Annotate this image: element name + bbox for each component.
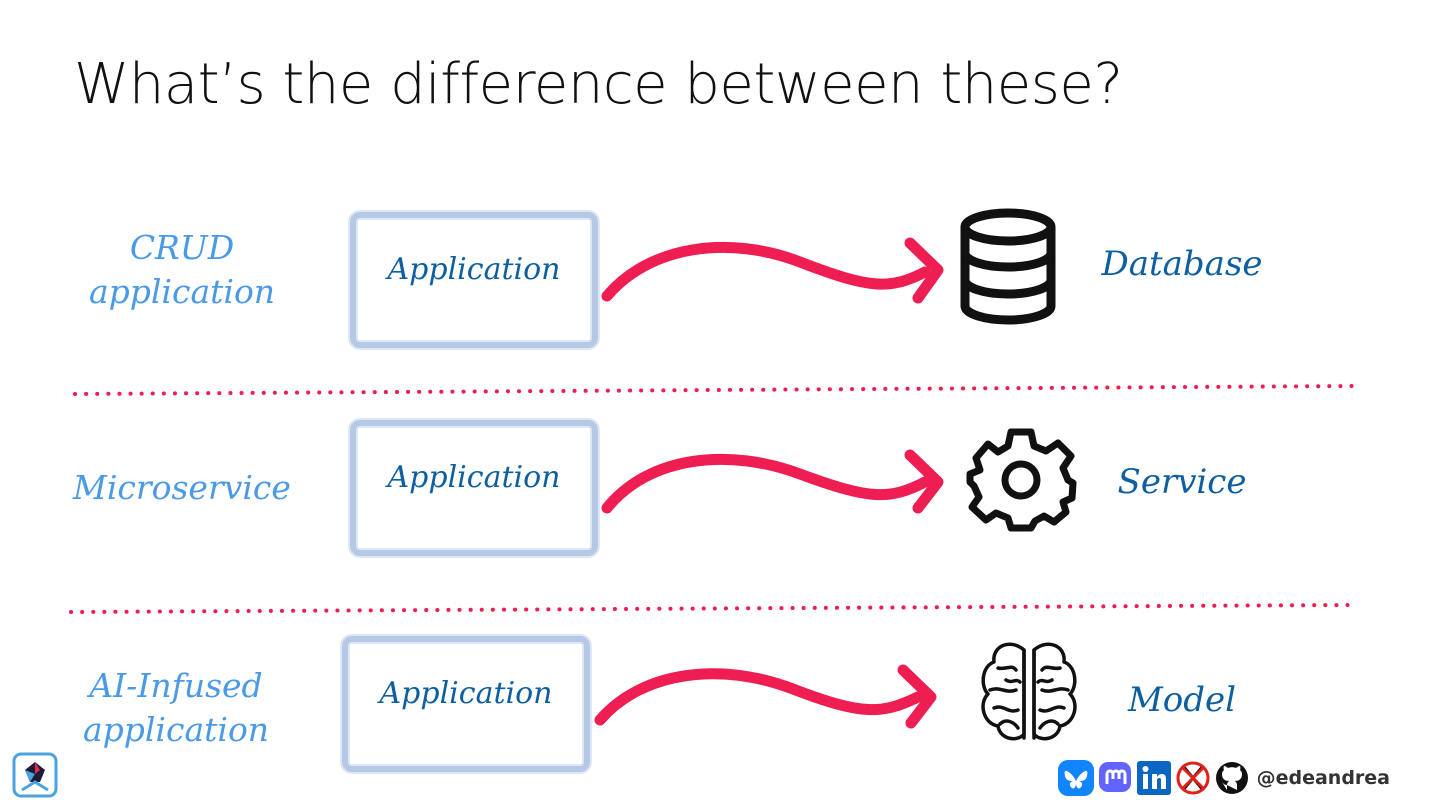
github-icon[interactable] [1214,760,1250,796]
gear-icon [966,428,1077,532]
row-label-line1: CRUD [129,228,235,267]
target-label-database: Database [1101,244,1263,284]
brain-icon [981,642,1077,741]
application-box: Application [350,420,598,556]
row-label-ai-infused: AI-Infused application [56,664,296,752]
x-icon[interactable] [1175,760,1211,796]
arrow [601,449,944,514]
application-label: Application [379,676,553,711]
row-label-line2: application [82,710,270,749]
database-icon [960,208,1056,325]
row-label-line2: application [88,272,276,311]
row-label-line1: AI-Infused [89,666,263,705]
application-box: Application [350,212,598,348]
mastodon-icon[interactable] [1097,760,1133,796]
application-label: Application [387,460,561,495]
target-label-model: Model [1127,680,1237,720]
logo-icon [12,752,58,798]
target-label-service: Service [1117,462,1247,502]
row-label-crud: CRUD application [62,226,302,314]
arrow [594,664,937,729]
social-footer: @edeandrea [1057,760,1390,796]
row-label-line1: Microservice [73,468,291,507]
row-divider [69,603,1350,614]
linkedin-icon[interactable] [1136,760,1172,796]
application-box: Application [342,636,590,772]
slide-title: What’s the difference between these? [74,52,1123,117]
application-label: Application [387,252,561,287]
author-handle: @edeandrea [1256,767,1390,789]
bluesky-icon[interactable] [1057,760,1094,796]
arrow [601,237,944,304]
row-divider [73,384,1354,396]
row-label-microservice: Microservice [62,466,302,510]
